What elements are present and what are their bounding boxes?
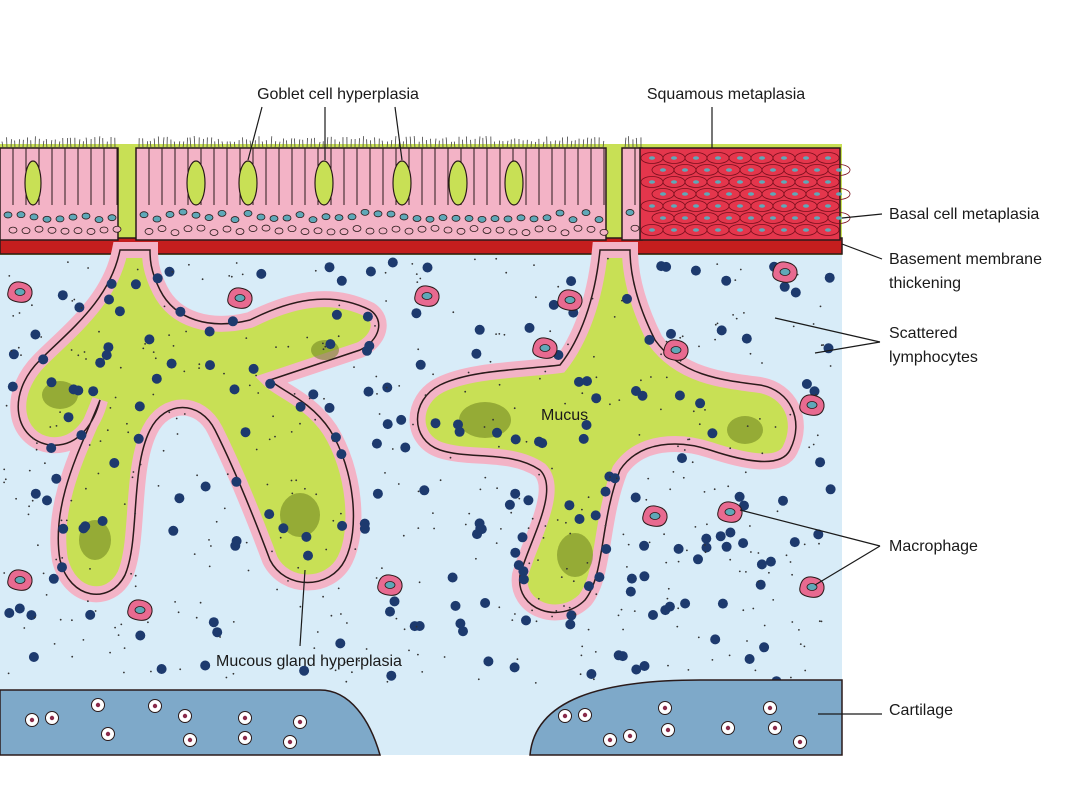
label-goblet-cell-hyperplasia: Goblet cell hyperplasia (257, 86, 419, 103)
epithelium-columnar (0, 135, 643, 241)
label-squamous-metaplasia: Squamous metaplasia (647, 86, 805, 103)
goblet-cells (24, 160, 524, 206)
mucous-gland-right (409, 242, 804, 621)
label-scattered: Scattered (889, 325, 957, 342)
surface-sky (0, 130, 842, 144)
label-macrophage: Macrophage (889, 538, 978, 555)
label-basal-cell-metaplasia: Basal cell metaplasia (889, 206, 1039, 223)
label-cartilage: Cartilage (889, 702, 953, 719)
leader-lines (247, 106, 883, 715)
label-basement-membrane: Basement membrane (889, 251, 1042, 268)
squamous-metaplasia-epithelium (639, 147, 851, 241)
cartilage (0, 679, 843, 756)
label-lymphocytes: lymphocytes (889, 349, 978, 366)
connective-tissue-dots (3, 257, 839, 687)
label-mucous-gland-hyperplasia: Mucous gland hyperplasia (216, 653, 402, 670)
macrophages (7, 261, 825, 621)
label-basement-thickening: thickening (889, 275, 961, 292)
label-mucus: Mucus (541, 407, 588, 424)
